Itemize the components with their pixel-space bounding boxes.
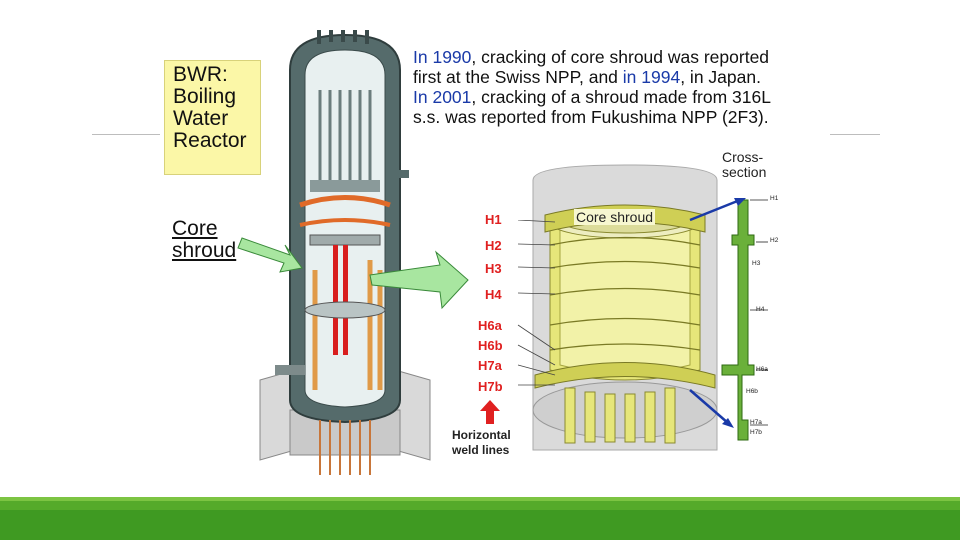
history-caption: In 1990, cracking of core shroud was rep… [413, 47, 833, 127]
callout-arrows [237, 237, 469, 310]
weld-label-h6b: H6b [478, 338, 503, 353]
weld-label-h4: H4 [485, 287, 502, 302]
weld-label-h7b: H7b [478, 379, 503, 394]
divider-right [830, 134, 880, 135]
cross-section-line-1: Cross- [722, 149, 764, 165]
cross-label-h7b: H7b [750, 429, 762, 436]
weld-label-h1: H1 [485, 212, 502, 227]
bwr-line-1: BWR: [173, 63, 228, 86]
cross-section-profile [689, 198, 768, 441]
up-arrow-icon [480, 400, 500, 424]
bwr-label-box: BWR: Boiling Water Reactor [164, 60, 261, 175]
core-shroud-line-2: shroud [172, 239, 237, 262]
core-shroud-inner-label: Core shroud [574, 209, 656, 225]
reactor-cutaway-illustration [259, 30, 431, 475]
cross-section-label: Cross- section [722, 150, 766, 180]
bwr-line-3: Water [173, 107, 229, 130]
horizontal-weld-line-2: weld lines [452, 443, 510, 457]
year-1994: in 1994 [622, 67, 681, 87]
cross-label-h3: H3 [752, 260, 761, 267]
cross-section-line-2: section [722, 164, 767, 180]
cross-label-h2: H2 [770, 237, 779, 244]
weld-leader-lines [517, 220, 556, 386]
pointer-arrow [369, 250, 469, 310]
core-shroud-arrow [237, 237, 303, 273]
cross-label-h1: H1 [770, 195, 779, 202]
weld-label-h7a: H7a [478, 358, 502, 373]
horizontal-weld-caption: Horizontal weld lines [452, 428, 511, 458]
caption-text-4: , cracking of a shroud made from 316L [471, 87, 771, 107]
weld-label-h2: H2 [485, 238, 502, 253]
weld-label-h3: H3 [485, 261, 502, 276]
weld-label-h6a: H6a [478, 318, 502, 333]
shroud-diagram [532, 164, 718, 451]
year-2001: In 2001 [413, 87, 472, 107]
cross-label-h6a: H6a [756, 366, 768, 373]
caption-text-2: first at the Swiss NPP, and [413, 67, 623, 87]
year-1990: In 1990 [413, 47, 472, 67]
horizontal-weld-line-1: Horizontal [452, 428, 511, 442]
caption-text-1: , cracking of core shroud was reported [471, 47, 770, 67]
footer-highlight [0, 497, 960, 501]
cross-label-h4: H4 [756, 306, 765, 313]
caption-text-3: , in Japan. [680, 67, 761, 87]
bwr-line-2: Boiling [173, 85, 237, 108]
footer-dark-band [0, 510, 960, 540]
bwr-line-4: Reactor [173, 129, 247, 152]
divider-left [92, 134, 160, 135]
cross-label-h7a: H7a [750, 419, 762, 426]
core-shroud-line-1: Core [172, 217, 218, 240]
caption-text-5: s.s. was reported from Fukushima NPP (2F… [413, 107, 769, 127]
core-shroud-label: Core shroud [172, 218, 236, 262]
cross-label-h6b: H6b [746, 388, 758, 395]
